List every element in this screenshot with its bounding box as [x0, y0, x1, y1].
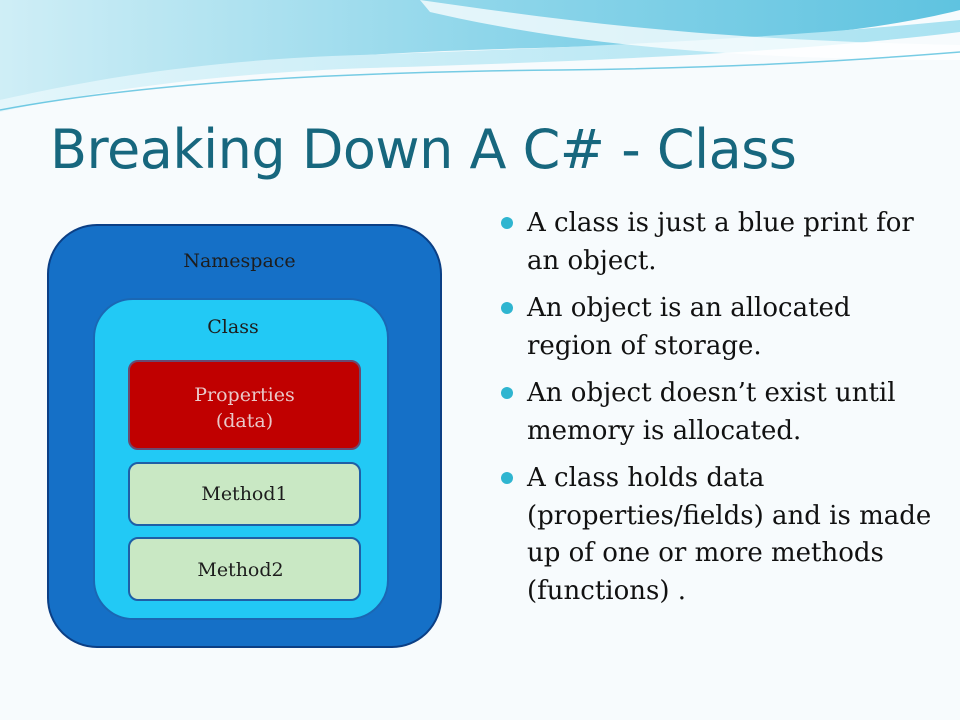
bullet-list: A class is just a blue print for an obje…: [497, 205, 937, 620]
bullet-dot-icon: [501, 387, 513, 399]
class-label: Class: [207, 316, 259, 338]
bullet-item: A class holds data (properties/fields) a…: [497, 460, 937, 610]
bullet-dot-icon: [501, 302, 513, 314]
bullet-text: An object doesn’t exist until memory is …: [527, 378, 896, 446]
method2-label: Method2: [197, 559, 284, 581]
method1-box: [128, 462, 361, 526]
decorative-waves: [0, 0, 960, 112]
namespace-label: Namespace: [183, 250, 296, 272]
properties-label-line1: Properties: [194, 384, 295, 406]
properties-label-line2: (data): [215, 410, 274, 432]
bullet-item: A class is just a blue print for an obje…: [497, 205, 937, 280]
bullet-dot-icon: [501, 472, 513, 484]
method2-box: [128, 537, 361, 601]
bullet-text: A class is just a blue print for an obje…: [527, 208, 914, 276]
slide-title: Breaking Down A C# - Class: [50, 118, 797, 181]
bullet-dot-icon: [501, 217, 513, 229]
bullet-item: An object is an allocated region of stor…: [497, 290, 937, 365]
bullet-text: An object is an allocated region of stor…: [527, 293, 851, 361]
bullet-item: An object doesn’t exist until memory is …: [497, 375, 937, 450]
properties-box: [128, 360, 361, 450]
bullet-text: A class holds data (properties/fields) a…: [527, 463, 932, 606]
method1-label: Method1: [201, 483, 288, 505]
properties-label: Properties (data): [128, 382, 361, 434]
